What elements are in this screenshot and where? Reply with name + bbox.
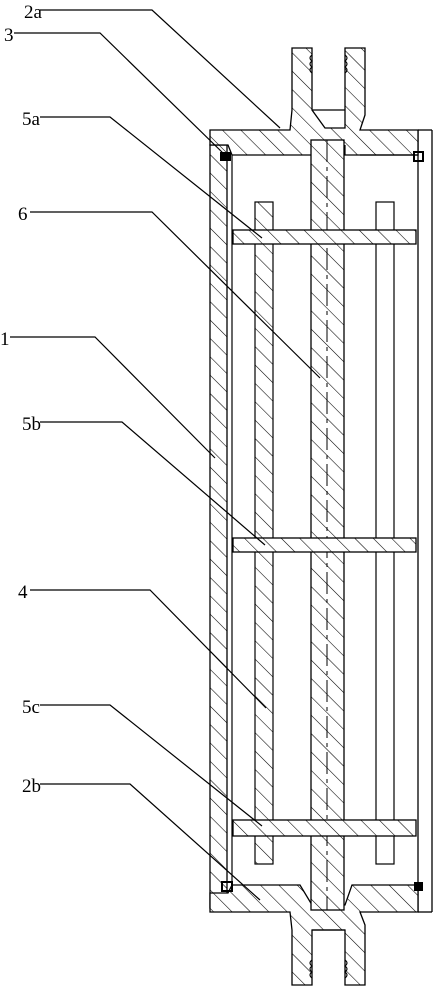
leader-2a	[40, 9, 281, 129]
plate-5b	[232, 537, 417, 553]
bottom-right-seal-ring	[414, 882, 423, 891]
leader-5c	[40, 704, 263, 827]
leader-6	[30, 211, 321, 379]
central-shaft	[310, 139, 345, 911]
top-end-cap	[209, 47, 419, 156]
label-1: 1	[0, 329, 10, 350]
label-5c: 5c	[22, 697, 40, 718]
leader-2b	[40, 783, 261, 901]
rod-left	[254, 201, 274, 865]
leader-3	[14, 32, 226, 156]
top-right-seal-ring	[413, 151, 424, 162]
label-5a: 5a	[22, 109, 41, 130]
outer-tube-right-wall	[417, 129, 433, 913]
label-3: 3	[4, 25, 14, 46]
plate-5c	[232, 819, 417, 837]
bottom-left-seal-ring	[221, 881, 233, 892]
leader-4	[30, 589, 267, 709]
label-2a: 2a	[24, 2, 43, 23]
label-4: 4	[18, 582, 28, 603]
bottom-thread-marks	[309, 959, 348, 979]
label-6: 6	[18, 204, 28, 225]
label-2b: 2b	[22, 776, 41, 797]
outer-tube-left-wall	[209, 144, 228, 909]
label-5b: 5b	[22, 414, 41, 435]
top-left-seal-ring	[220, 152, 231, 161]
rod-right	[375, 201, 395, 865]
top-thread-marks	[309, 54, 348, 74]
leader-1	[10, 336, 216, 459]
plate-5a	[232, 229, 417, 245]
bottom-end-cap	[209, 884, 419, 986]
leader-5a	[40, 116, 263, 239]
leader-5b	[40, 421, 266, 546]
